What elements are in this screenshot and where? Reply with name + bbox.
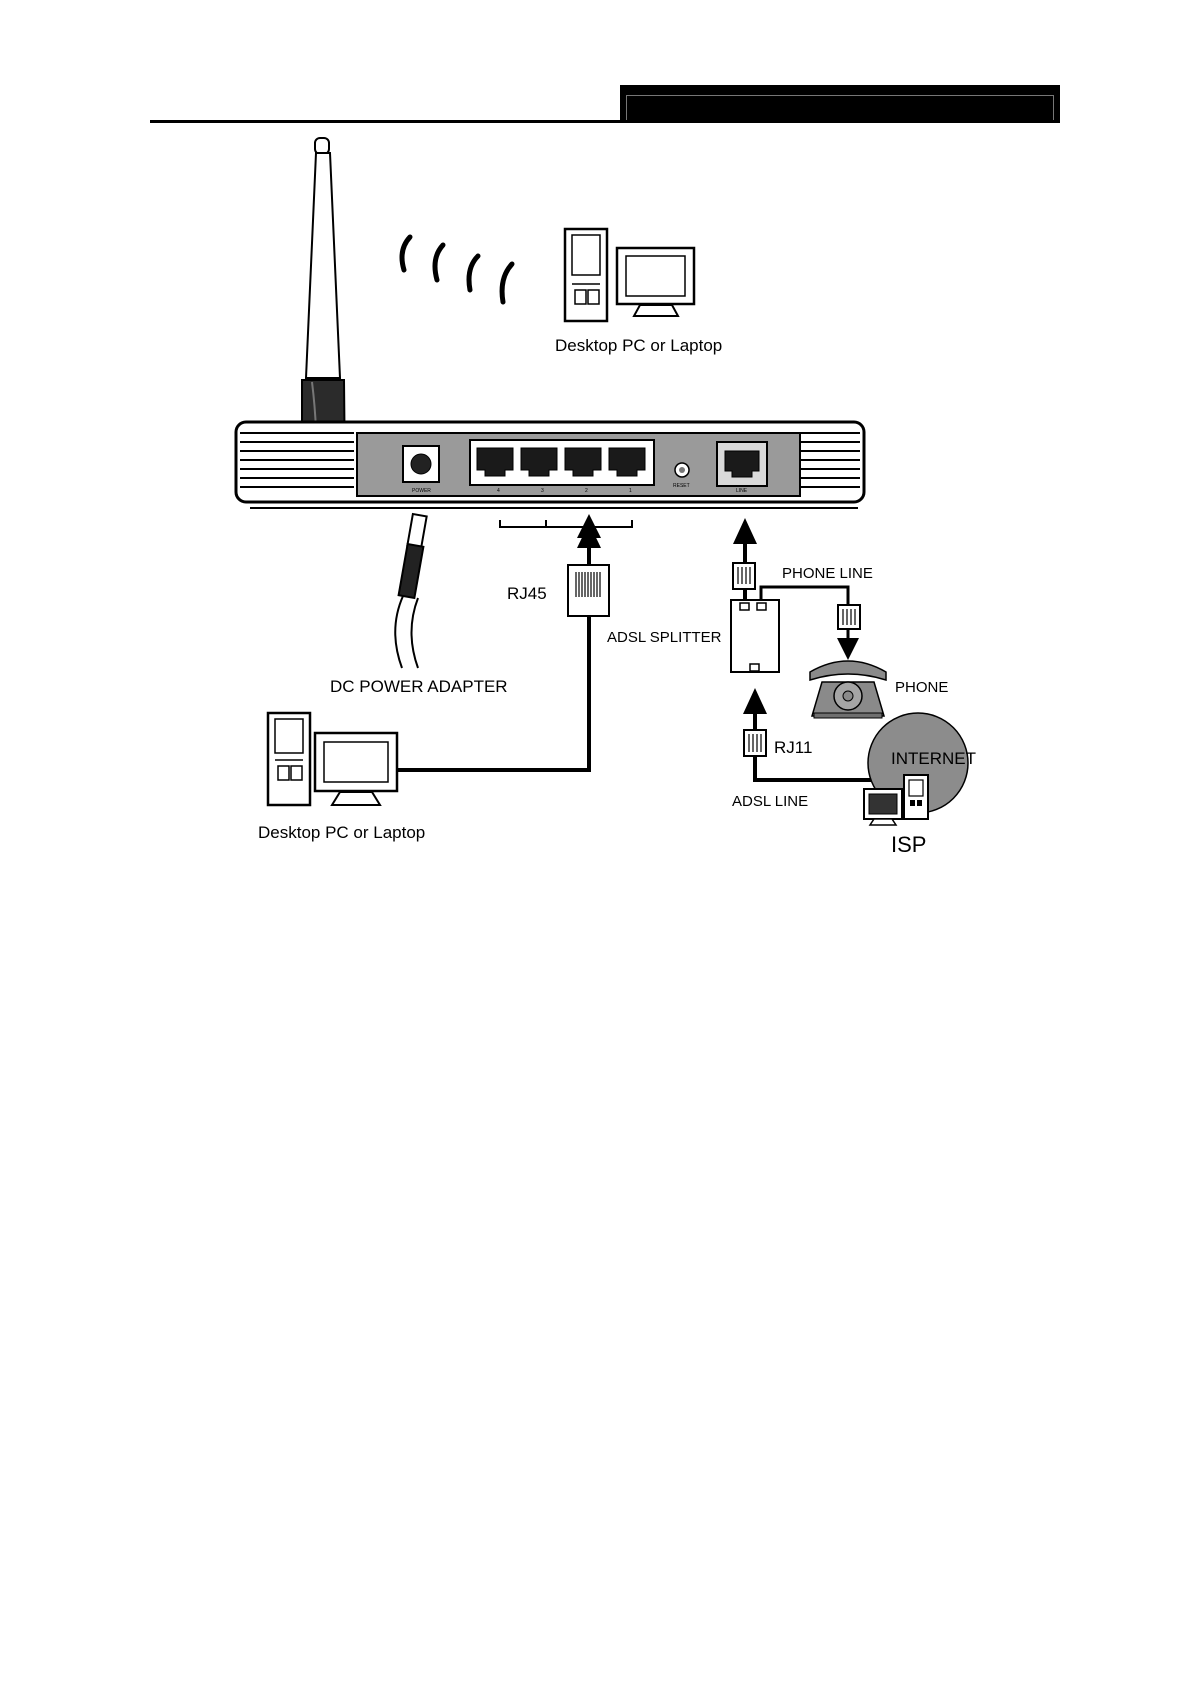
- phone-line-label: PHONE LINE: [782, 565, 873, 582]
- rj11-connector-icon: [744, 730, 766, 756]
- power-adapter-cable: [395, 514, 426, 668]
- adsl-splitter-icon: [731, 600, 779, 672]
- rj11-label: RJ11: [774, 738, 812, 758]
- bottom-device-label: Desktop PC or Laptop: [258, 823, 425, 843]
- phone-arrow-icon: [837, 638, 859, 660]
- lan-port-3-label: 3: [541, 488, 544, 494]
- router-rear-panel: [236, 422, 864, 508]
- line-port-label: LINE: [736, 488, 747, 494]
- rj45-label: RJ45: [507, 584, 547, 604]
- rj45-connector-icon: [568, 565, 609, 616]
- internet-label: INTERNET: [891, 749, 976, 769]
- power-adapter-label: DC POWER ADAPTER: [330, 677, 508, 697]
- adsl-line-label: ADSL LINE: [732, 793, 808, 810]
- line-arrow-icon: [733, 518, 757, 544]
- telephone-icon: [810, 661, 886, 718]
- adsl-arrow-icon: [743, 688, 767, 714]
- reset-label: RESET: [673, 483, 690, 489]
- lan-port-4-label: 4: [497, 488, 500, 494]
- wireless-signal-icon: [402, 237, 512, 302]
- phone-label: PHONE: [895, 679, 948, 696]
- power-port-label: POWER: [412, 488, 431, 494]
- splitter-label: ADSL SPLITTER: [607, 629, 721, 646]
- top-device-label: Desktop PC or Laptop: [555, 336, 722, 356]
- bottom-desktop-pc-icon: [268, 713, 397, 805]
- lan-port-1-label: 1: [629, 488, 632, 494]
- rj11-top-connector-icon: [733, 563, 755, 589]
- rj11-phone-connector-icon: [838, 605, 860, 629]
- isp-label: ISP: [891, 832, 926, 858]
- adsl-line: [755, 756, 872, 780]
- top-desktop-pc-icon: [565, 229, 694, 321]
- rj45-cable: [500, 520, 632, 559]
- lan-port-2-label: 2: [585, 488, 588, 494]
